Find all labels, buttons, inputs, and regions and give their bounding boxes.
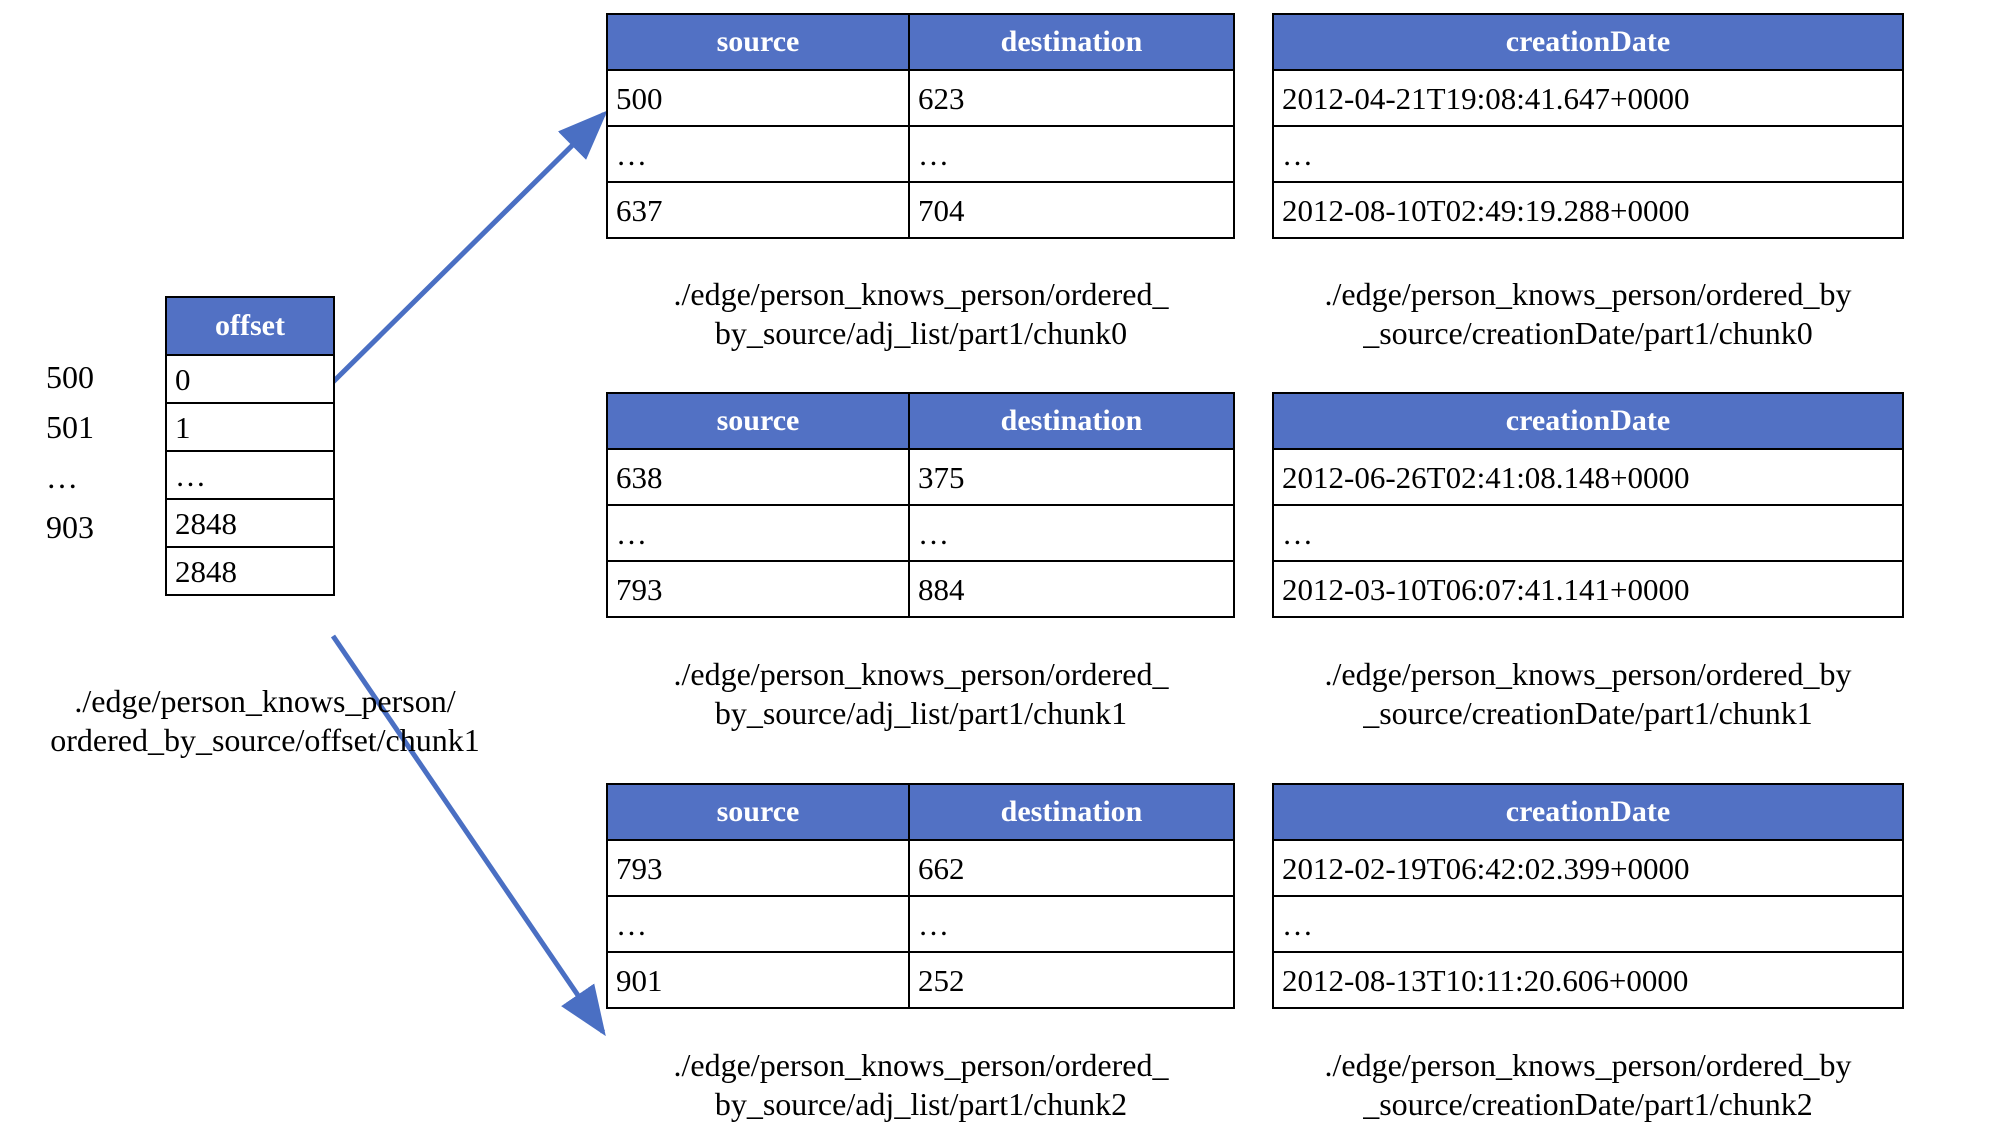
creationdate-caption-chunk1: ./edge/person_knows_person/ordered_by _s… [1324,656,1852,732]
offset-table-caption: ./edge/person_knows_person/ ordered_by_s… [50,683,480,759]
destination-cell: 252 [908,951,1235,1009]
offset-key: 501 [46,409,94,445]
source-cell: 500 [606,69,910,127]
offset-value-cell: 2848 [165,546,335,596]
adj-list-table-chunk1: source destination 638 375 … … 793 884 [606,392,1235,618]
offset-key-list: 500 501 … 903 [46,352,156,552]
destination-cell: 704 [908,181,1235,239]
offset-table: offset 0 1 … 2848 2848 [165,296,335,596]
adj-list-table-chunk2: source destination 793 662 … … 901 252 [606,783,1235,1009]
table-row: 2848 [165,546,335,596]
column-header-source: source [606,783,910,841]
table-row: … [1272,895,1904,953]
adj-list-caption-chunk1: ./edge/person_knows_person/ordered_ by_s… [673,656,1169,732]
table-row: 2012-08-10T02:49:19.288+0000 [1272,181,1904,239]
column-header-destination: destination [908,783,1235,841]
table-header-row: source destination [606,783,1235,841]
column-header-source: source [606,392,910,450]
table-row: … … [606,895,1235,953]
offset-value-cell: 0 [165,354,335,404]
offset-ellipsis-cell: … [165,450,335,500]
creationdate-ellipsis-cell: … [1272,895,1904,953]
offset-key: 500 [46,359,94,395]
column-header-destination: destination [908,13,1235,71]
creationdate-table-chunk0: creationDate 2012-04-21T19:08:41.647+000… [1272,13,1904,239]
table-row: 637 704 [606,181,1235,239]
table-header-row: creationDate [1272,13,1904,71]
creationdate-cell: 2012-08-10T02:49:19.288+0000 [1272,181,1904,239]
creationdate-caption-chunk0: ./edge/person_knows_person/ordered_by _s… [1324,276,1852,352]
table-row: 0 [165,354,335,404]
creationdate-ellipsis-cell: … [1272,125,1904,183]
creationdate-caption-chunk2: ./edge/person_knows_person/ordered_by _s… [1324,1047,1852,1123]
column-header-offset: offset [165,296,335,356]
table-row: 2848 [165,498,335,548]
offset-value-cell: 2848 [165,498,335,548]
table-row: 793 884 [606,560,1235,618]
adj-list-caption-chunk0: ./edge/person_knows_person/ordered_ by_s… [673,276,1169,352]
creationdate-table-chunk2: creationDate 2012-02-19T06:42:02.399+000… [1272,783,1904,1009]
table-header-row: source destination [606,392,1235,450]
table-header-row: source destination [606,13,1235,71]
source-ellipsis-cell: … [606,895,910,953]
destination-cell: 375 [908,448,1235,506]
adj-list-table-chunk0: source destination 500 623 … … 637 704 [606,13,1235,239]
table-row: 638 375 [606,448,1235,506]
source-cell: 637 [606,181,910,239]
table-row: 2012-03-10T06:07:41.141+0000 [1272,560,1904,618]
table-row: 2012-08-13T10:11:20.606+0000 [1272,951,1904,1009]
offset-value-cell: 1 [165,402,335,452]
column-header-creationdate: creationDate [1272,783,1904,841]
column-header-destination: destination [908,392,1235,450]
creationdate-ellipsis-cell: … [1272,504,1904,562]
column-header-source: source [606,13,910,71]
destination-ellipsis-cell: … [908,125,1235,183]
creationdate-cell: 2012-02-19T06:42:02.399+0000 [1272,839,1904,897]
source-cell: 793 [606,839,910,897]
creationdate-cell: 2012-08-13T10:11:20.606+0000 [1272,951,1904,1009]
destination-ellipsis-cell: … [908,895,1235,953]
table-row: 500 623 [606,69,1235,127]
table-row: 1 [165,402,335,452]
arrow-offset-first-to-chunk0 [330,110,608,385]
source-ellipsis-cell: … [606,125,910,183]
table-row: 901 252 [606,951,1235,1009]
destination-cell: 662 [908,839,1235,897]
source-cell: 793 [606,560,910,618]
column-header-creationdate: creationDate [1272,13,1904,71]
destination-cell: 884 [908,560,1235,618]
table-row: … [1272,504,1904,562]
table-row: … … [606,125,1235,183]
creationdate-table-chunk1: creationDate 2012-06-26T02:41:08.148+000… [1272,392,1904,618]
column-header-creationdate: creationDate [1272,392,1904,450]
adj-list-caption-chunk2: ./edge/person_knows_person/ordered_ by_s… [673,1047,1169,1123]
table-row: … [165,450,335,500]
source-ellipsis-cell: … [606,504,910,562]
destination-ellipsis-cell: … [908,504,1235,562]
table-header-row: creationDate [1272,392,1904,450]
source-cell: 901 [606,951,910,1009]
offset-key: 903 [46,509,94,545]
source-cell: 638 [606,448,910,506]
table-row: 2012-04-21T19:08:41.647+0000 [1272,69,1904,127]
table-row: … … [606,504,1235,562]
destination-cell: 623 [908,69,1235,127]
creationdate-cell: 2012-03-10T06:07:41.141+0000 [1272,560,1904,618]
table-row: 2012-02-19T06:42:02.399+0000 [1272,839,1904,897]
table-header-row: offset [165,296,335,356]
creationdate-cell: 2012-04-21T19:08:41.647+0000 [1272,69,1904,127]
table-header-row: creationDate [1272,783,1904,841]
table-row: 793 662 [606,839,1235,897]
offset-key: … [46,459,78,495]
creationdate-cell: 2012-06-26T02:41:08.148+0000 [1272,448,1904,506]
table-row: 2012-06-26T02:41:08.148+0000 [1272,448,1904,506]
table-row: … [1272,125,1904,183]
